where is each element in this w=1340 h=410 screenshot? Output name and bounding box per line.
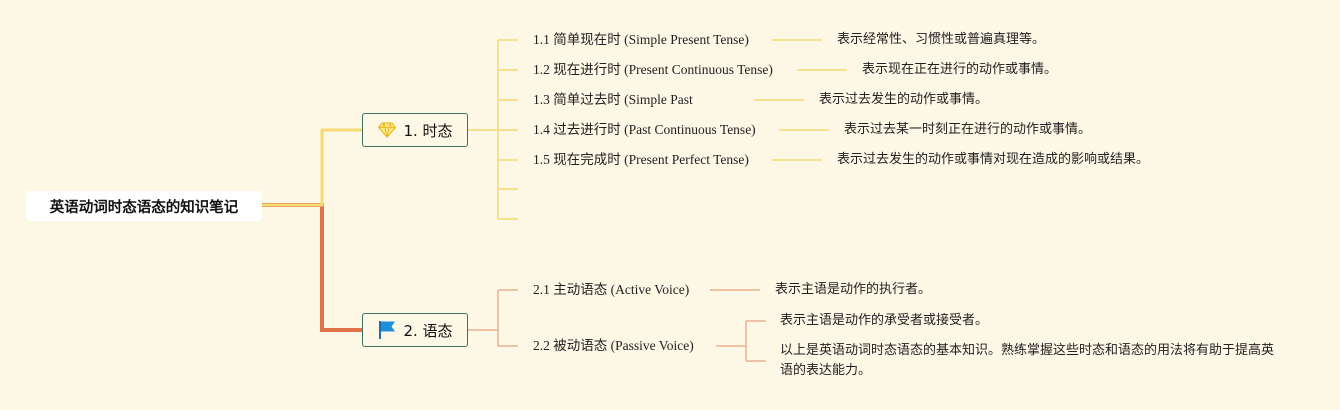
diamond-icon (377, 120, 397, 140)
branch-voice[interactable]: 2. 语态 (362, 313, 468, 347)
tense-bracket (468, 39, 518, 220)
voice-bracket (468, 289, 766, 362)
subtopic-passive-voice[interactable]: 2.2 被动语态 (Passive Voice) (533, 338, 694, 353)
subtopic-simple-past[interactable]: 1.3 简单过去时 (Simple Past (533, 92, 693, 107)
subtopic-past-continuous[interactable]: 1.4 过去进行时 (Past Continuous Tense) (533, 122, 756, 137)
root-title: 英语动词时态语态的知识笔记 (49, 199, 239, 216)
subtopic-present-continuous[interactable]: 1.2 现在进行时 (Present Continuous Tense) (533, 62, 773, 77)
note-simple-past[interactable]: 表示过去发生的动作或事情。 (819, 92, 989, 107)
branch-voice-label: 2. 语态 (403, 321, 453, 340)
branch-tense-label: 1. 时态 (403, 121, 453, 140)
tense-note-links (754, 39, 847, 161)
note-past-continuous[interactable]: 表示过去某一时刻正在进行的动作或事情。 (844, 122, 1092, 137)
link-root-to-voice (262, 203, 362, 332)
branch-tense[interactable]: 1. 时态 (362, 113, 468, 147)
flag-icon (377, 320, 397, 340)
note-present-continuous[interactable]: 表示现在正在进行的动作或事情。 (862, 62, 1058, 77)
subtopic-simple-present[interactable]: 1.1 简单现在时 (Simple Present Tense) (533, 32, 749, 47)
subtopic-present-perfect[interactable]: 1.5 现在完成时 (Present Perfect Tense) (533, 152, 749, 167)
subtopic-active-voice[interactable]: 2.1 主动语态 (Active Voice) (533, 282, 690, 297)
note-simple-present[interactable]: 表示经常性、习惯性或普遍真理等。 (837, 32, 1046, 47)
note-active-voice[interactable]: 表示主语是动作的执行者。 (775, 282, 932, 297)
link-root-to-tense (262, 128, 362, 207)
note-passive-voice[interactable]: 表示主语是动作的承受者或接受者。 (780, 313, 989, 328)
root-topic[interactable]: 英语动词时态语态的知识笔记 (26, 191, 262, 221)
note-present-perfect[interactable]: 表示过去发生的动作或事情对现在造成的影响或结果。 (837, 152, 1150, 167)
note-summary[interactable]: 以上是英语动词时态语态的基本知识。熟练掌握这些时态和语态的用法将有助于提高英语的… (780, 343, 1275, 378)
